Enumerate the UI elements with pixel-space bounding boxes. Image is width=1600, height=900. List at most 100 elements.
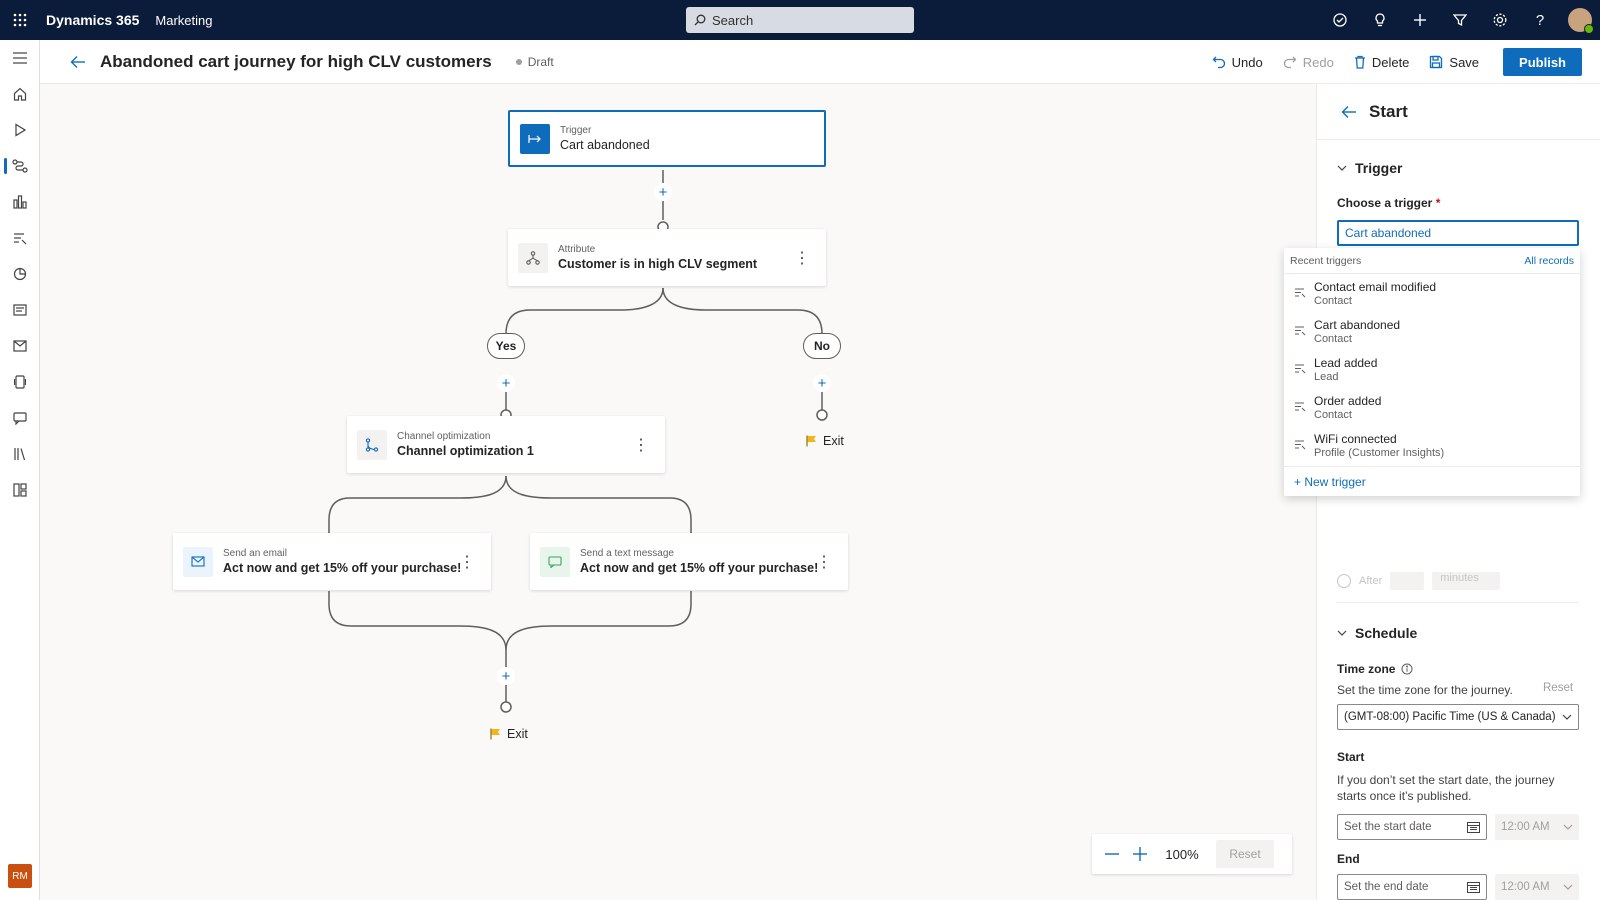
push-notification-icon[interactable] <box>0 364 40 400</box>
save-button[interactable]: Save <box>1421 46 1487 78</box>
trigger-node[interactable]: Trigger Cart abandoned <box>508 110 826 167</box>
status-text: Draft <box>527 54 554 69</box>
triggers-icon[interactable] <box>0 220 40 256</box>
library-icon[interactable] <box>0 436 40 472</box>
section-divider <box>1337 602 1579 603</box>
add-step-button-no[interactable]: + <box>813 374 831 392</box>
chevron-down-icon <box>1563 884 1573 890</box>
panel-back-arrow-icon[interactable] <box>1341 105 1357 119</box>
node-type-label: Send a text message <box>580 548 674 559</box>
back-arrow-icon[interactable] <box>58 42 98 82</box>
lightbulb-icon[interactable] <box>1360 0 1400 40</box>
end-time-select[interactable]: 12:00 AM <box>1495 874 1579 900</box>
delete-button[interactable]: Delete <box>1346 46 1418 78</box>
redo-icon <box>1283 56 1297 69</box>
more-options-icon[interactable]: ⋮ <box>459 553 475 571</box>
home-icon[interactable] <box>0 76 40 112</box>
more-options-icon[interactable]: ⋮ <box>633 436 649 454</box>
left-navigation-rail: RM <box>0 40 40 900</box>
wait-time-row: After minutes <box>1337 572 1501 590</box>
search-placeholder: Search <box>712 12 754 28</box>
page-header: Abandoned cart journey for high CLV cust… <box>40 40 1600 84</box>
start-date-input[interactable]: Set the start date <box>1337 814 1487 840</box>
help-icon[interactable]: ? <box>1535 11 1545 29</box>
redo-button[interactable]: Redo <box>1275 46 1342 78</box>
area-switcher-avatar[interactable]: RM <box>8 864 32 888</box>
delete-label: Delete <box>1371 54 1410 70</box>
forms-icon[interactable] <box>0 292 40 328</box>
more-options-icon[interactable]: ⋮ <box>816 553 832 571</box>
app-launcher-icon[interactable] <box>0 0 40 40</box>
trigger-section-header[interactable]: Trigger <box>1337 160 1402 176</box>
attribute-node[interactable]: Attribute Customer is in high CLV segmen… <box>508 229 826 286</box>
copilot-icon[interactable] <box>1320 0 1360 40</box>
choose-trigger-label: Choose a trigger * <box>1337 196 1440 210</box>
analytics-icon[interactable] <box>0 256 40 292</box>
radio-icon[interactable] <box>1337 574 1351 588</box>
node-type-label: Attribute <box>558 244 596 255</box>
top-bar: Dynamics 365 Marketing Search ? <box>0 0 1600 40</box>
calendar-icon[interactable] <box>1467 881 1480 893</box>
after-unit-select[interactable]: minutes <box>1432 572 1501 590</box>
filter-icon[interactable] <box>1440 0 1480 40</box>
option-name: Cart abandoned <box>1314 317 1401 332</box>
send-email-node[interactable]: Send an email Act now and get 15% off yo… <box>173 533 491 590</box>
send-text-message-node[interactable]: Send a text message Act now and get 15% … <box>530 533 848 590</box>
text-message-icon <box>540 546 570 577</box>
hamburger-menu-icon[interactable] <box>0 40 40 76</box>
calendar-icon[interactable] <box>1467 821 1480 833</box>
trigger-icon <box>520 123 550 154</box>
play-icon[interactable] <box>0 112 40 148</box>
journey-canvas[interactable]: Trigger Cart abandoned + Attribute Custo… <box>40 84 1316 900</box>
zoom-in-button[interactable] <box>1126 840 1154 868</box>
chevron-down-icon <box>1563 824 1573 830</box>
info-icon[interactable] <box>1401 663 1413 675</box>
email-icon[interactable] <box>0 328 40 364</box>
branch-yes-label[interactable]: Yes <box>487 333 525 359</box>
new-trigger-button[interactable]: + New trigger <box>1284 466 1580 496</box>
timezone-select[interactable]: (GMT-08:00) Pacific Time (US & Canada) <box>1337 704 1579 730</box>
zoom-reset-button[interactable]: Reset <box>1216 840 1274 868</box>
brand-name[interactable]: Dynamics 365 <box>46 12 140 28</box>
segments-icon[interactable] <box>0 184 40 220</box>
start-hint: If you don’t set the start date, the jou… <box>1337 773 1555 803</box>
add-step-button[interactable]: + <box>654 183 672 201</box>
add-step-button-yes[interactable]: + <box>497 374 515 392</box>
end-date-input[interactable]: Set the end date <box>1337 874 1487 900</box>
option-entity: Contact <box>1314 408 1352 421</box>
after-value-input[interactable] <box>1390 572 1425 590</box>
add-step-button-merge[interactable]: + <box>497 667 515 685</box>
exit-main: Exit <box>490 727 528 741</box>
more-options-icon[interactable]: ⋮ <box>794 249 810 267</box>
flag-icon <box>806 435 816 447</box>
exit-no-branch: Exit <box>806 434 844 448</box>
text-message-icon[interactable] <box>0 400 40 436</box>
publish-button[interactable]: Publish <box>1503 48 1582 76</box>
timezone-reset-link[interactable]: Reset <box>1543 682 1574 694</box>
user-avatar[interactable] <box>1568 8 1594 34</box>
search-input[interactable]: Search <box>686 7 914 33</box>
node-title: Channel optimization 1 <box>397 444 534 458</box>
zoom-out-button[interactable] <box>1098 840 1126 868</box>
settings-gear-icon[interactable] <box>1480 0 1520 40</box>
node-type-label: Trigger <box>560 125 592 136</box>
start-time-select[interactable]: 12:00 AM <box>1495 814 1579 840</box>
journeys-icon[interactable] <box>0 148 40 184</box>
add-icon[interactable] <box>1400 0 1440 40</box>
redo-label: Redo <box>1302 54 1334 70</box>
undo-button[interactable]: Undo <box>1204 46 1271 78</box>
dropdown-header: Recent triggers <box>1290 254 1362 267</box>
all-records-link[interactable]: All records <box>1524 254 1574 267</box>
end-label: End <box>1337 852 1360 866</box>
branch-no-label[interactable]: No <box>803 333 841 359</box>
start-time-value: 12:00 AM <box>1501 821 1550 833</box>
schedule-section-header[interactable]: Schedule <box>1337 625 1417 641</box>
trigger-combobox[interactable]: Cart abandoned <box>1337 220 1579 246</box>
channel-optimization-node[interactable]: Channel optimization Channel optimizatio… <box>347 416 665 473</box>
asset-library-icon[interactable] <box>0 472 40 508</box>
